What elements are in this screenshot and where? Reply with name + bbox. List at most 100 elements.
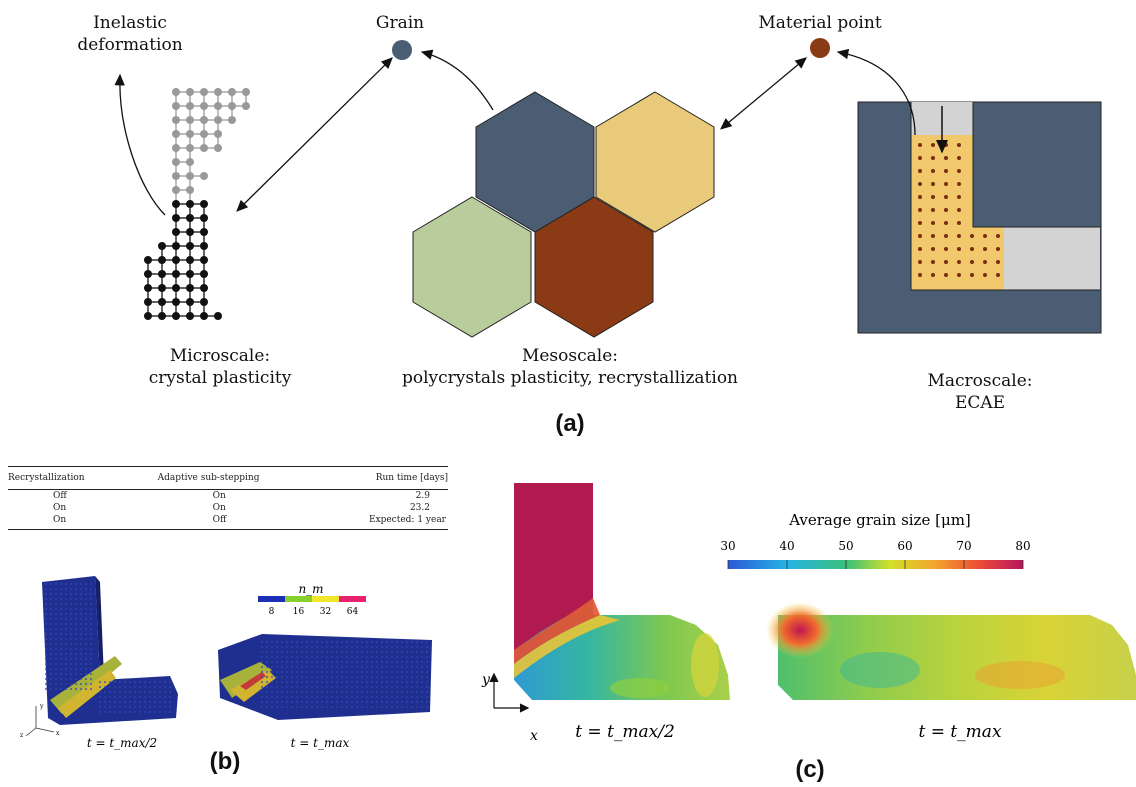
material-point-dot — [931, 221, 935, 225]
table-header-row: Recrystallization Adaptive sub-stepping … — [8, 466, 448, 490]
material-point-dot — [931, 247, 935, 251]
lattice-atom — [144, 312, 152, 320]
lattice-atom — [172, 228, 180, 236]
material-point-dot — [957, 208, 961, 212]
colorbar-tick-label: 60 — [897, 539, 912, 553]
table-cell: Off — [157, 514, 334, 530]
axis-z-label: z — [20, 732, 23, 739]
lattice-atom — [172, 242, 180, 250]
lattice-atom — [144, 270, 152, 278]
mesoscale-subtitle: polycrystals plasticity, recrystallizati… — [401, 368, 739, 388]
material-point-dot — [970, 247, 974, 251]
lattice-atom — [172, 116, 180, 124]
lattice-atom — [172, 312, 180, 320]
material-point-dot — [957, 169, 961, 173]
lattice-atom — [186, 158, 194, 166]
material-point-dot — [944, 156, 948, 160]
material-point-grid — [918, 143, 1000, 277]
material-point-dot — [918, 195, 922, 199]
lattice-atom — [158, 242, 166, 250]
material-point-dot — [944, 260, 948, 264]
table-header: Recrystallization — [8, 466, 158, 490]
material-point-dot — [931, 169, 935, 173]
axis-y-label: y — [481, 672, 491, 688]
microscale-subtitle: crystal plasticity — [148, 368, 292, 388]
mesoscale-title: Mesoscale: — [521, 346, 619, 366]
grain-hexagon-brown — [534, 196, 654, 338]
lattice-atom — [228, 116, 236, 124]
panel-a-figure — [114, 38, 1102, 338]
colorbar-tick-label: 30 — [720, 539, 735, 553]
axis-x-label: x — [530, 728, 538, 744]
lattice-atom — [186, 102, 194, 110]
ecae-die — [857, 101, 1102, 334]
lattice-atom — [158, 284, 166, 292]
lattice-atom — [172, 200, 180, 208]
lattice-atom — [186, 130, 194, 138]
hex-grain-arrow — [420, 49, 494, 111]
lattice-atom — [200, 270, 208, 278]
colorbar-title: Average grain size [μm] — [788, 511, 971, 529]
caption-full: t = t_max — [291, 736, 350, 750]
lattice-atom — [200, 214, 208, 222]
lattice-atom — [200, 200, 208, 208]
lattice-atom — [200, 284, 208, 292]
lattice-atom — [158, 312, 166, 320]
lattice-atom — [172, 256, 180, 264]
lattice-atom — [200, 144, 208, 152]
lattice-atom — [186, 242, 194, 250]
material-point-dot — [931, 260, 935, 264]
micro-grain-arrow — [236, 57, 393, 212]
table-row: Off On 2.9 — [8, 490, 448, 503]
panel-a: Inelastic deformation Grain Material poi… — [77, 13, 1102, 437]
lattice-atom — [200, 242, 208, 250]
field-half — [514, 483, 730, 700]
lattice-atom — [200, 312, 208, 320]
panel-b-label: (b) — [209, 748, 241, 775]
field-full — [766, 602, 1136, 700]
lattice-atom — [186, 88, 194, 96]
material-point-dot — [931, 208, 935, 212]
lattice-atom — [172, 158, 180, 166]
lattice-atom — [228, 88, 236, 96]
material-point-dot — [944, 143, 948, 147]
material-point-dot — [983, 273, 987, 277]
inelastic-arrow — [114, 73, 166, 216]
axis-y-label: y — [39, 703, 44, 710]
lattice-atom — [242, 102, 250, 110]
runtime-table: Recrystallization Adaptive sub-stepping … — [8, 466, 448, 530]
material-point-dot — [957, 247, 961, 251]
lattice-atom — [172, 270, 180, 278]
material-point-dot — [944, 273, 948, 277]
material-point-dot — [944, 182, 948, 186]
lattice-atom — [172, 284, 180, 292]
material-point-dot — [931, 143, 935, 147]
material-point-dot — [944, 221, 948, 225]
lattice-atom — [186, 256, 194, 264]
colorbar-tick-label: 80 — [1015, 539, 1030, 553]
grain-circle — [392, 40, 412, 60]
lattice-atom — [214, 144, 222, 152]
material-point-dot — [944, 169, 948, 173]
nm-legend-swatch — [339, 596, 366, 602]
lattice-atom — [144, 256, 152, 264]
material-point-dot — [970, 260, 974, 264]
lattice-atom — [172, 144, 180, 152]
colorbar-tick-label: 40 — [779, 539, 794, 553]
material-point-dot — [918, 247, 922, 251]
axes-2d — [489, 672, 530, 713]
caption-half: t = t_max/2 — [575, 722, 675, 742]
material-point-dot — [970, 273, 974, 277]
table-header: Run time [days] — [333, 466, 448, 490]
grain-hexagon-green — [412, 196, 532, 338]
microscale-caption: Microscale: crystal plasticity — [120, 345, 320, 389]
grain-label: Grain — [375, 13, 425, 33]
macroscale-caption: Macroscale: ECAE — [880, 370, 1080, 414]
nm-legend-tick: 64 — [347, 607, 359, 617]
material-point-label: Material point — [758, 13, 882, 33]
material-point-dot — [970, 234, 974, 238]
material-point-dot — [931, 156, 935, 160]
